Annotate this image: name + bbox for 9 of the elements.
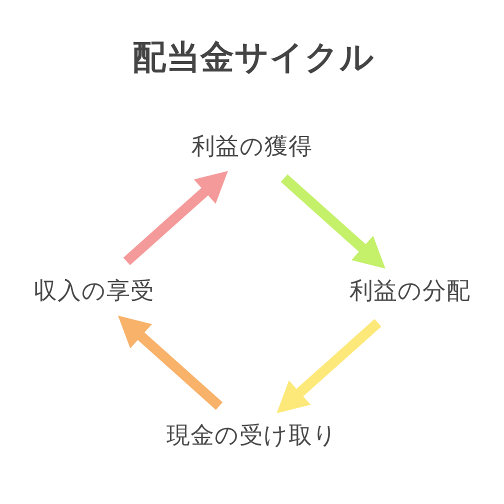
arrow	[118, 316, 223, 410]
arrow	[280, 174, 386, 269]
diagram-title: 配当金サイクル	[132, 38, 375, 77]
node-text: 利益の分配	[350, 276, 471, 305]
node-text: 利益の獲得	[192, 132, 312, 160]
node-text: 現金の受け取り	[166, 421, 338, 450]
arrow	[123, 170, 228, 266]
arrow	[276, 319, 382, 414]
node-text: 収入の享受	[33, 276, 154, 305]
